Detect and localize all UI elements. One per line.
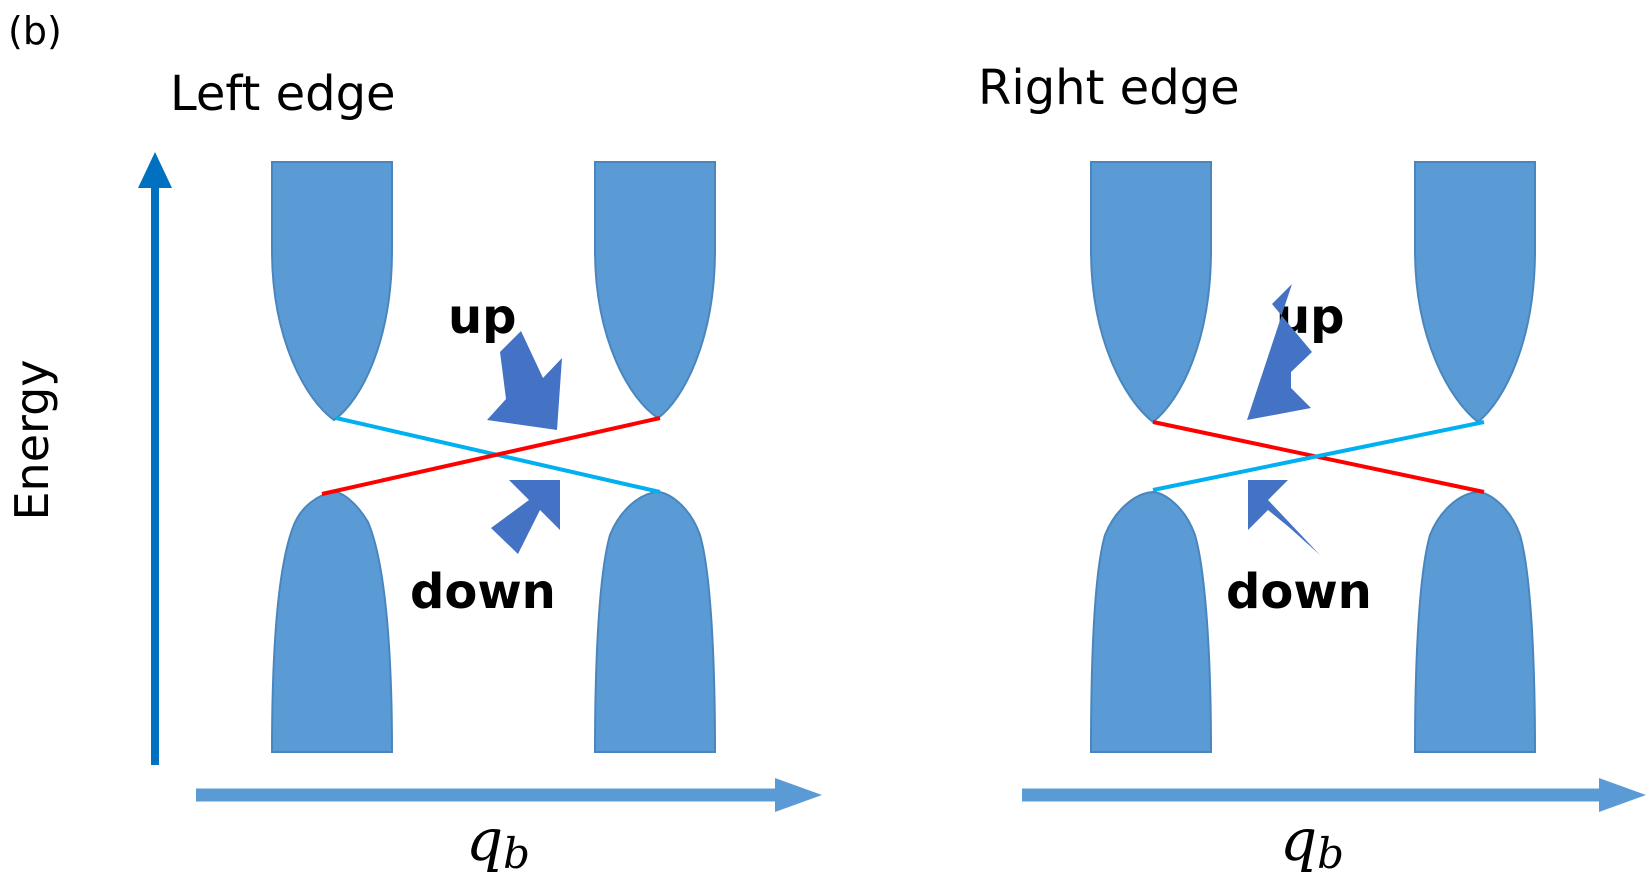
right-up-pointer-arrow — [1247, 284, 1312, 420]
right-q-axis — [1022, 778, 1646, 812]
right-q-axis-arrow-head — [1599, 778, 1646, 812]
right-q-symbol: q — [1280, 806, 1317, 874]
right-q-axis-label: qb — [1280, 806, 1344, 878]
left-q-axis-label: qb — [466, 806, 530, 878]
left-q-axis — [196, 778, 822, 812]
left-edge-panel: Left edge up down qb — [170, 66, 822, 878]
right-down-pointer-arrow — [1248, 480, 1320, 555]
left-conduction-band-left — [271, 161, 393, 422]
left-q-subscript: b — [503, 829, 530, 878]
left-up-label: up — [448, 289, 517, 345]
left-valence-band-right — [593, 490, 717, 753]
right-down-label: down — [1226, 564, 1372, 620]
left-q-axis-arrow-head — [775, 778, 822, 812]
right-edge-panel: Right edge up down qb — [978, 60, 1646, 878]
left-spin-up-edge-state — [321, 416, 661, 496]
panel-label: (b) — [8, 9, 62, 53]
left-q-symbol: q — [466, 806, 503, 874]
left-down-pointer-arrow — [491, 480, 560, 554]
left-valence-band-left — [270, 490, 394, 753]
right-conduction-band-left — [1090, 161, 1212, 424]
energy-axis-label: Energy — [5, 359, 59, 520]
right-edge-title: Right edge — [978, 60, 1240, 116]
left-down-label: down — [410, 564, 556, 620]
right-spin-down-edge-state — [1152, 420, 1485, 492]
left-edge-title: Left edge — [170, 66, 396, 122]
right-q-subscript: b — [1317, 829, 1344, 878]
left-conduction-band-right — [594, 161, 716, 420]
right-conduction-band-right — [1414, 161, 1536, 424]
right-valence-band-left — [1089, 490, 1213, 753]
energy-axis — [138, 152, 172, 765]
left-up-pointer-arrow — [487, 331, 562, 430]
right-valence-band-right — [1413, 490, 1537, 753]
energy-axis-arrow-head — [138, 152, 172, 188]
